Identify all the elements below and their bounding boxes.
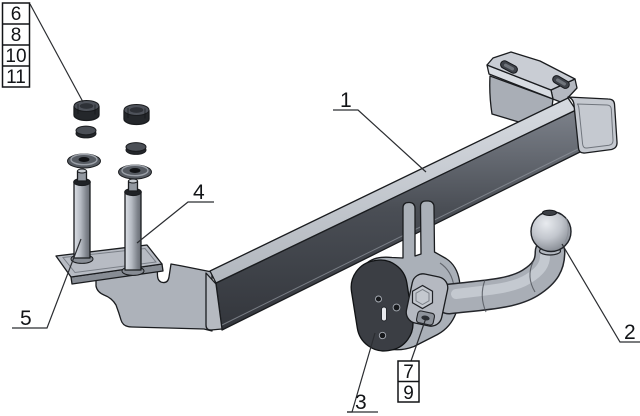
tow-ball (530, 209, 572, 253)
ref-label-10: 10 (5, 46, 26, 67)
ref-label-9: 9 (403, 383, 414, 404)
crossbar (205, 96, 618, 331)
callout-label-2: 2 (624, 321, 636, 344)
ref-label-11: 11 (6, 67, 26, 88)
stud-tip-top (77, 168, 87, 174)
callout-label-3: 3 (355, 391, 367, 414)
hex-nut-hole (129, 107, 144, 113)
stud-plate-rim-line (62, 247, 157, 274)
small-nut-top (75, 125, 97, 136)
ball (530, 210, 572, 253)
ref-label-8: 8 (11, 25, 22, 46)
callout-labels: 1 2 3 4 5 (20, 89, 636, 414)
small-nut-top (125, 142, 147, 152)
neck-ring-line (529, 261, 536, 293)
leader-line-parts-box (29, 3, 84, 103)
leader-line-1 (333, 109, 427, 173)
crossbar-left-endcap (205, 272, 223, 331)
plate-hole (375, 295, 382, 303)
ball-flat-top (542, 209, 557, 217)
hex-bolt-head (411, 284, 434, 310)
hex-facet-lines (77, 104, 96, 115)
hex-bolt-inner (415, 288, 430, 306)
washer-rim (70, 153, 98, 166)
callout-label-5: 5 (20, 307, 32, 330)
flange-slot-hole (500, 60, 518, 74)
leader-line-7-9 (410, 317, 427, 362)
stud-shaft (124, 191, 142, 271)
ref-label-7: 7 (403, 362, 414, 383)
plate-hole (392, 303, 401, 312)
callout-label-4: 4 (193, 181, 205, 204)
plate-slot (381, 306, 387, 322)
leader-line-5 (12, 238, 82, 329)
washer-rim (121, 164, 149, 177)
swan-neck (433, 236, 566, 315)
mounting-stud-right (121, 178, 145, 276)
parts-ref-box-top-left: 6 8 10 11 (1, 2, 31, 88)
crossbar-right-endcap (567, 96, 618, 154)
leader-line-2 (561, 243, 640, 343)
mounting-stud-left (70, 168, 94, 264)
washer-hole (129, 168, 141, 173)
hex-facet-lines (127, 108, 146, 119)
neck-ring-line (481, 279, 487, 313)
endcap-rim-line (576, 103, 614, 149)
parts-ref-box-bottom: 7 9 (397, 360, 420, 404)
fastener-stack-left (67, 100, 101, 169)
stud-tip-top (128, 178, 138, 184)
stud-shaft (73, 181, 91, 259)
ball-contour (564, 217, 569, 243)
flange-slot-hole (552, 75, 570, 89)
crossbar-bottom-highlight (219, 148, 579, 327)
neck-highlight (451, 251, 550, 299)
callout-label-1: 1 (340, 89, 352, 112)
crossbar-top-face (209, 97, 577, 284)
washer-hole (78, 157, 90, 162)
leader-line-4 (136, 201, 214, 244)
hex-nut-hole (79, 103, 94, 109)
ref-label-6: 6 (11, 4, 22, 25)
fastener-stack-right (118, 104, 152, 180)
callout-leaders (12, 3, 640, 413)
neck-clamp (405, 273, 449, 327)
plate-hole (378, 331, 387, 340)
